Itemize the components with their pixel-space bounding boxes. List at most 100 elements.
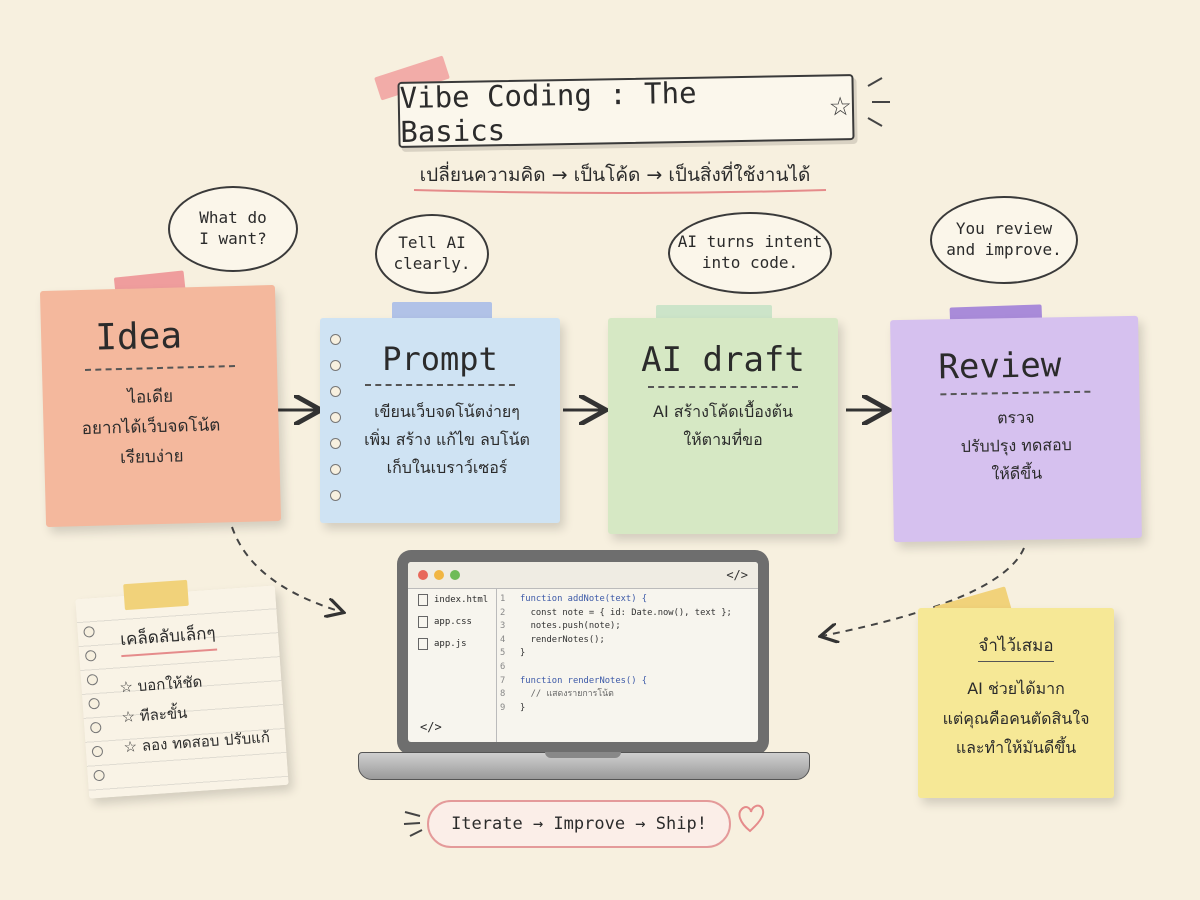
note-tips: เคล็ดลับเล็กๆ ☆ บอกให้ชัด ☆ ทีละขั้น ☆ ล…	[75, 585, 289, 799]
code-text: }	[520, 648, 526, 659]
prompt-body: เขียนเว็บจดโน้ตง่ายๆ เพิ่ม สร้าง แก้ไข ล…	[320, 398, 560, 482]
code-line: 8 // แสดงรายการโน้ต	[500, 688, 732, 702]
binder-hole	[83, 625, 95, 638]
prompt-line: เพิ่ม สร้าง แก้ไข ลบโน้ต	[364, 430, 530, 449]
subtitle-underline	[413, 189, 827, 194]
code-line: 5}	[500, 647, 732, 661]
code-brackets-icon: </>	[726, 568, 748, 582]
bubble-idea: What do I want?	[168, 186, 298, 272]
code-text: renderNotes();	[520, 634, 605, 645]
bubble-review-text: You review and improve.	[946, 219, 1062, 259]
idea-body: ไอเดีย อยากได้เว็บจดโน้ต เรียบง่าย	[42, 380, 259, 475]
file-item-app-css[interactable]: app.css	[408, 611, 496, 633]
file-explorer: index.html app.css app.js </>	[408, 589, 497, 742]
remember-body: AI ช่วยได้มาก แต่คุณคือคนตัดสินใจ และทำใ…	[918, 674, 1114, 763]
code-line: 4 renderNotes();	[500, 634, 732, 648]
note-prompt: Prompt เขียนเว็บจดโน้ตง่ายๆ เพิ่ม สร้าง …	[320, 318, 560, 523]
binder-hole	[86, 673, 99, 686]
code-line: 7 function renderNotes() {	[500, 675, 732, 689]
code-text: notes.push(note);	[520, 621, 621, 632]
code-text: }	[520, 702, 526, 713]
page-title: Vibe Coding : The Basics	[399, 75, 697, 149]
line-number: 3	[500, 621, 506, 632]
binder-hole	[84, 649, 97, 662]
binder-hole	[93, 769, 105, 782]
ai-draft-title: AI draft	[641, 340, 805, 380]
editor-titlebar: </>	[408, 562, 758, 589]
binder-hole	[89, 721, 102, 734]
review-body: ตรวจ ปรับปรุง ทดสอบ ให้ดีขึ้น	[892, 402, 1141, 490]
ai-draft-body: AI สร้างโค้ดเบื้องต้น ให้ตามที่ขอ	[608, 398, 838, 454]
file-name: app.js	[434, 639, 467, 649]
binder-hole	[330, 334, 341, 345]
file-name: app.css	[434, 617, 472, 627]
line-number: 9	[500, 702, 506, 713]
ai-draft-line: ให้ตามที่ขอ	[683, 430, 763, 449]
bubble-prompt: Tell AI clearly.	[375, 214, 489, 294]
file-item-index-html[interactable]: index.html	[408, 589, 496, 611]
remember-line: AI ช่วยได้มาก	[967, 679, 1065, 698]
code-line: 2 const note = { id: Date.now(), text };	[500, 607, 732, 621]
binder-hole	[330, 386, 341, 397]
subtitle: เปลี่ยนความคิด → เป็นโค้ด → เป็นสิ่งที่ใ…	[419, 164, 811, 186]
remember-line: และทำให้มันดีขึ้น	[955, 738, 1077, 758]
line-number: 8	[500, 689, 506, 700]
idea-divider	[84, 365, 235, 371]
maximize-dot-icon[interactable]	[450, 570, 460, 580]
code-brackets-icon: </>	[420, 720, 442, 734]
bubble-ai-draft-text: AI turns intent into code.	[677, 232, 823, 272]
prompt-divider	[365, 384, 515, 386]
review-divider	[940, 390, 1091, 396]
line-number: 6	[500, 661, 506, 672]
title-banner: Vibe Coding : The Basics ☆	[397, 74, 855, 149]
review-line: ปรับปรุง ทดสอบ	[960, 435, 1072, 456]
binder-hole	[330, 464, 341, 475]
ai-draft-divider	[648, 386, 798, 388]
code-line: 3 notes.push(note);	[500, 620, 732, 634]
ai-draft-line: AI สร้างโค้ดเบื้องต้น	[653, 402, 793, 421]
file-item-app-js[interactable]: app.js	[408, 633, 496, 655]
review-line: ตรวจ	[996, 407, 1035, 428]
code-text: const note = { id: Date.now(), text };	[520, 607, 732, 618]
prompt-line: เขียนเว็บจดโน้ตง่ายๆ	[374, 402, 520, 421]
remember-line: แต่คุณคือคนตัดสินใจ	[942, 708, 1090, 728]
tips-list: ☆ บอกให้ชัด ☆ ทีละขั้น ☆ ลอง ทดสอบ ปรับแ…	[118, 662, 271, 762]
note-remember: จำไว้เสมอ AI ช่วยได้มาก แต่คุณคือคนตัดสิ…	[918, 608, 1114, 798]
prompt-title: Prompt	[382, 340, 498, 378]
binder-hole	[330, 490, 341, 501]
binder-hole	[330, 360, 341, 371]
file-icon	[418, 594, 428, 606]
binder-hole	[88, 697, 100, 710]
code-line: 9}	[500, 702, 732, 716]
line-number: 2	[500, 607, 506, 618]
line-number: 5	[500, 648, 506, 659]
line-number: 4	[500, 634, 506, 645]
title-doodle-lines	[867, 77, 890, 127]
code-line: 6	[500, 661, 732, 675]
bubble-review: You review and improve.	[930, 196, 1078, 284]
bubble-idea-text: What do I want?	[199, 208, 267, 248]
code-text: function addNote(text) {	[520, 594, 648, 604]
close-dot-icon[interactable]	[418, 570, 428, 580]
note-idea: Idea ไอเดีย อยากได้เว็บจดโน้ต เรียบง่าย	[39, 284, 282, 528]
footer-pill: Iterate → Improve → Ship!	[427, 800, 731, 848]
idea-title: Idea	[94, 315, 183, 359]
line-number: 7	[500, 675, 506, 686]
bubble-ai-draft: AI turns intent into code.	[668, 212, 832, 294]
file-name: index.html	[434, 595, 489, 605]
code-text: function renderNotes() {	[520, 675, 648, 686]
note-review: Review ตรวจ ปรับปรุง ทดสอบ ให้ดีขึ้น	[890, 315, 1142, 543]
prompt-line: เก็บในเบราว์เซอร์	[386, 458, 508, 477]
remember-title: จำไว้เสมอ	[978, 632, 1054, 662]
minimize-dot-icon[interactable]	[434, 570, 444, 580]
tips-title: เคล็ดลับเล็กๆ	[119, 619, 217, 658]
binder-hole	[91, 745, 104, 758]
file-icon	[418, 638, 428, 650]
bubble-prompt-text: Tell AI clearly.	[393, 233, 471, 273]
footer-heart-icon	[738, 804, 765, 833]
laptop-notch	[545, 752, 621, 758]
review-line: ให้ดีขึ้น	[991, 463, 1043, 484]
